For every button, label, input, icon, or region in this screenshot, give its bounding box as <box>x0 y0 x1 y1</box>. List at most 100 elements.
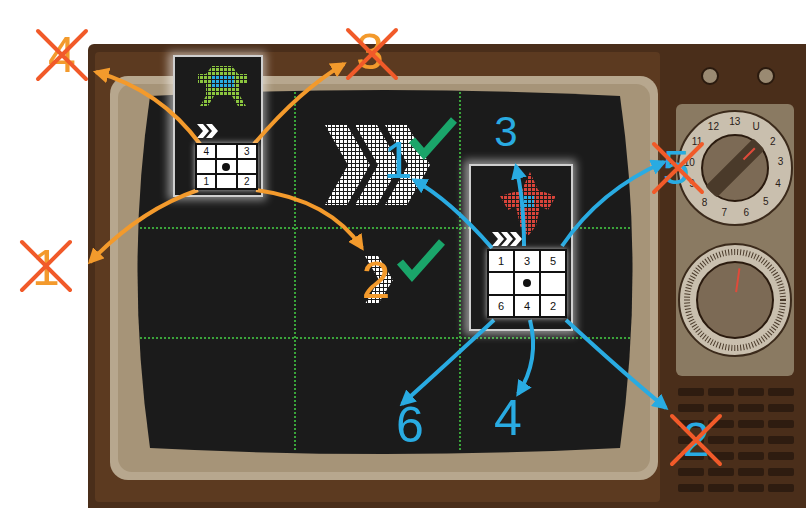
grille-slot <box>738 388 764 396</box>
check-mark <box>400 242 442 276</box>
grid-number: 1 <box>498 255 504 267</box>
grille-slot <box>708 484 734 492</box>
move-number: 5 <box>663 144 690 192</box>
move-number: 4 <box>494 393 522 443</box>
grid-number: 3 <box>244 146 250 157</box>
move-number: 4 <box>48 30 76 80</box>
grille-slot <box>708 468 734 476</box>
move-arrows-ship <box>402 162 666 408</box>
grille-slot <box>768 420 794 428</box>
grid-line <box>459 92 461 452</box>
channel-dial-knob <box>702 135 768 201</box>
grid-number: 4 <box>203 146 209 157</box>
dial-pointer <box>736 268 739 292</box>
grille-slot <box>678 404 704 412</box>
grid-cell <box>488 272 514 294</box>
dial-number: 5 <box>763 197 769 207</box>
move-arrow <box>254 64 344 144</box>
tv-front <box>95 52 660 502</box>
grid-cell: 4 <box>514 295 540 317</box>
move-arrow <box>414 180 492 248</box>
card-glow <box>464 160 576 335</box>
grid-cell: 3 <box>237 144 257 159</box>
move-arrow <box>518 320 533 394</box>
grille-slot <box>708 420 734 428</box>
check-mark <box>412 120 454 154</box>
grid-cell <box>216 159 236 174</box>
chevron <box>510 232 522 246</box>
grille-slot <box>678 484 704 492</box>
chevron <box>206 124 218 138</box>
page-margin <box>0 0 806 44</box>
cross-mark <box>654 144 702 192</box>
cross-mark <box>38 31 86 79</box>
move-arrow <box>562 162 664 246</box>
grille-slot <box>768 436 794 444</box>
grid-number: 6 <box>498 300 504 312</box>
move-arrow <box>90 190 198 262</box>
move-arrow <box>256 190 362 248</box>
move-number: 3 <box>356 27 384 77</box>
move-number: 1 <box>32 243 60 293</box>
grille-slot <box>768 388 794 396</box>
grille-slot <box>678 388 704 396</box>
grid-cell: 2 <box>237 174 257 189</box>
chevron <box>501 232 513 246</box>
grid-cell: 3 <box>514 250 540 272</box>
tuning-dial-face <box>679 244 791 356</box>
grid-cell: 2 <box>540 295 566 317</box>
grille-slot <box>768 484 794 492</box>
grid-number: 2 <box>244 176 250 187</box>
page-margin <box>0 0 88 508</box>
alien-sprite-detail <box>212 76 234 88</box>
dial-number: U <box>753 122 760 132</box>
grid-cell <box>196 159 216 174</box>
dial-number: 12 <box>708 122 719 132</box>
grid-cell: 1 <box>196 174 216 189</box>
grid-line <box>294 92 296 452</box>
ship-card <box>470 165 572 330</box>
dial-handle <box>705 138 764 197</box>
grille-slot <box>708 404 734 412</box>
grille-slot <box>738 468 764 476</box>
grille-slot <box>738 452 764 460</box>
grille-slot <box>768 404 794 412</box>
grille-slot <box>738 404 764 412</box>
grid-cell: 1 <box>488 250 514 272</box>
grid-number: 4 <box>524 300 530 312</box>
tuning-dial-knob <box>697 262 773 338</box>
grid-lines <box>140 92 632 452</box>
move-arrows-alien <box>90 64 362 262</box>
move-number: 3 <box>494 111 517 153</box>
grille-slot <box>708 436 734 444</box>
grille-slot <box>738 436 764 444</box>
center-dot <box>222 163 230 171</box>
move-number: 2 <box>362 254 391 306</box>
grille-slot <box>738 484 764 492</box>
dial-number: 6 <box>743 208 749 218</box>
channel-dial-face <box>678 111 792 225</box>
grille-slot <box>738 420 764 428</box>
grid-cell <box>216 174 236 189</box>
control-panel <box>665 52 806 502</box>
grille-slot <box>678 468 704 476</box>
grid-cell: 5 <box>540 250 566 272</box>
grid-cell <box>237 159 257 174</box>
center-dot <box>523 279 531 287</box>
grille-slot <box>768 452 794 460</box>
tv-body <box>88 44 806 508</box>
grid-number: 5 <box>550 255 556 267</box>
dial-number: 2 <box>770 137 776 147</box>
ship-sprite <box>500 172 556 236</box>
cross-marks <box>22 30 720 464</box>
move-arrow <box>96 72 200 144</box>
dial-number: 10 <box>684 158 695 168</box>
move-number: 2 <box>683 416 710 464</box>
dial-number: 8 <box>702 198 708 208</box>
move-arrow <box>516 166 524 246</box>
chevron <box>492 232 504 246</box>
move-number: 6 <box>396 400 424 450</box>
grid-line <box>140 337 632 339</box>
